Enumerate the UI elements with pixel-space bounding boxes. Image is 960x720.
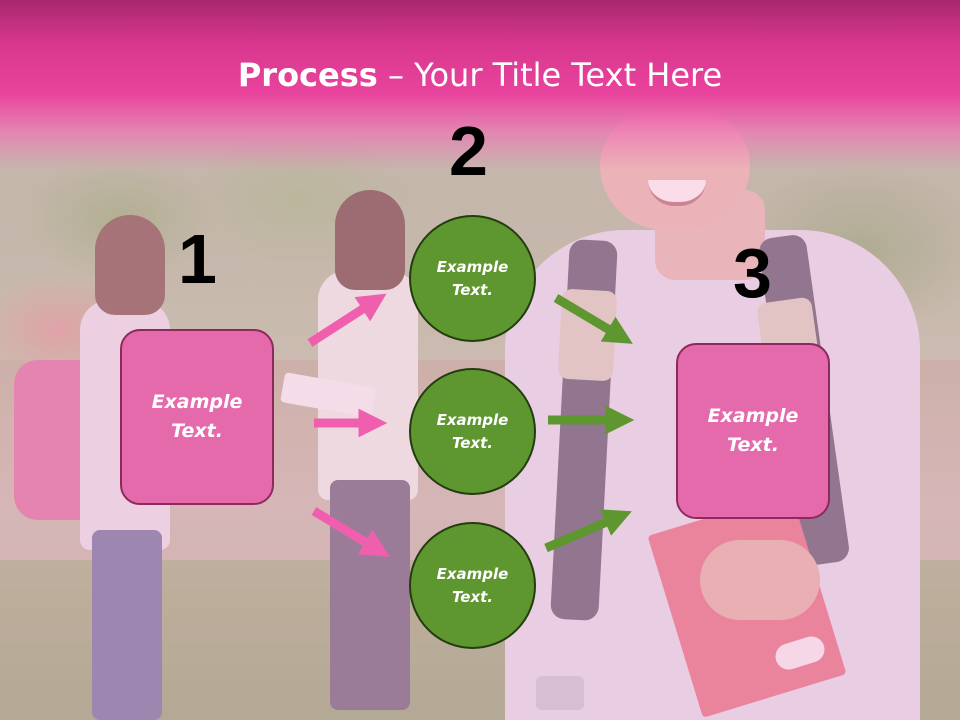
- slide-title[interactable]: Process – Your Title Text Here: [0, 54, 960, 96]
- student-middle-head: [335, 190, 405, 290]
- step-2-text-bottom: Example Text.: [436, 564, 509, 606]
- step-number-1: 1: [178, 220, 217, 298]
- arrow-right-icon: [311, 507, 390, 557]
- title-banner: [0, 0, 960, 170]
- step-1-box[interactable]: Example Text.: [120, 329, 274, 505]
- student-middle-legs: [330, 480, 410, 710]
- arrow-right-icon: [307, 293, 387, 347]
- step-3-text: Example Text.: [707, 405, 799, 456]
- step-2-circle-top[interactable]: Example Text.: [409, 215, 536, 342]
- step-number-2: 2: [449, 112, 488, 190]
- arrow-right-icon: [553, 294, 633, 344]
- step-2-text-top: Example Text.: [436, 257, 509, 299]
- arrow-right-icon: [544, 509, 632, 553]
- student-left-legs: [92, 530, 162, 720]
- student-hand: [700, 540, 820, 620]
- step-2-circle-middle[interactable]: Example Text.: [409, 368, 536, 495]
- step-2-text-middle: Example Text.: [436, 410, 509, 452]
- title-bold: Process: [237, 56, 378, 94]
- step-1-text: Example Text.: [151, 391, 243, 442]
- step-number-3: 3: [733, 234, 772, 312]
- student-left-head: [95, 215, 165, 315]
- wrist-watch: [536, 676, 584, 710]
- step-3-box[interactable]: Example Text.: [676, 343, 830, 519]
- step-2-circle-bottom[interactable]: Example Text.: [409, 522, 536, 649]
- title-rest: – Your Title Text Here: [377, 56, 723, 94]
